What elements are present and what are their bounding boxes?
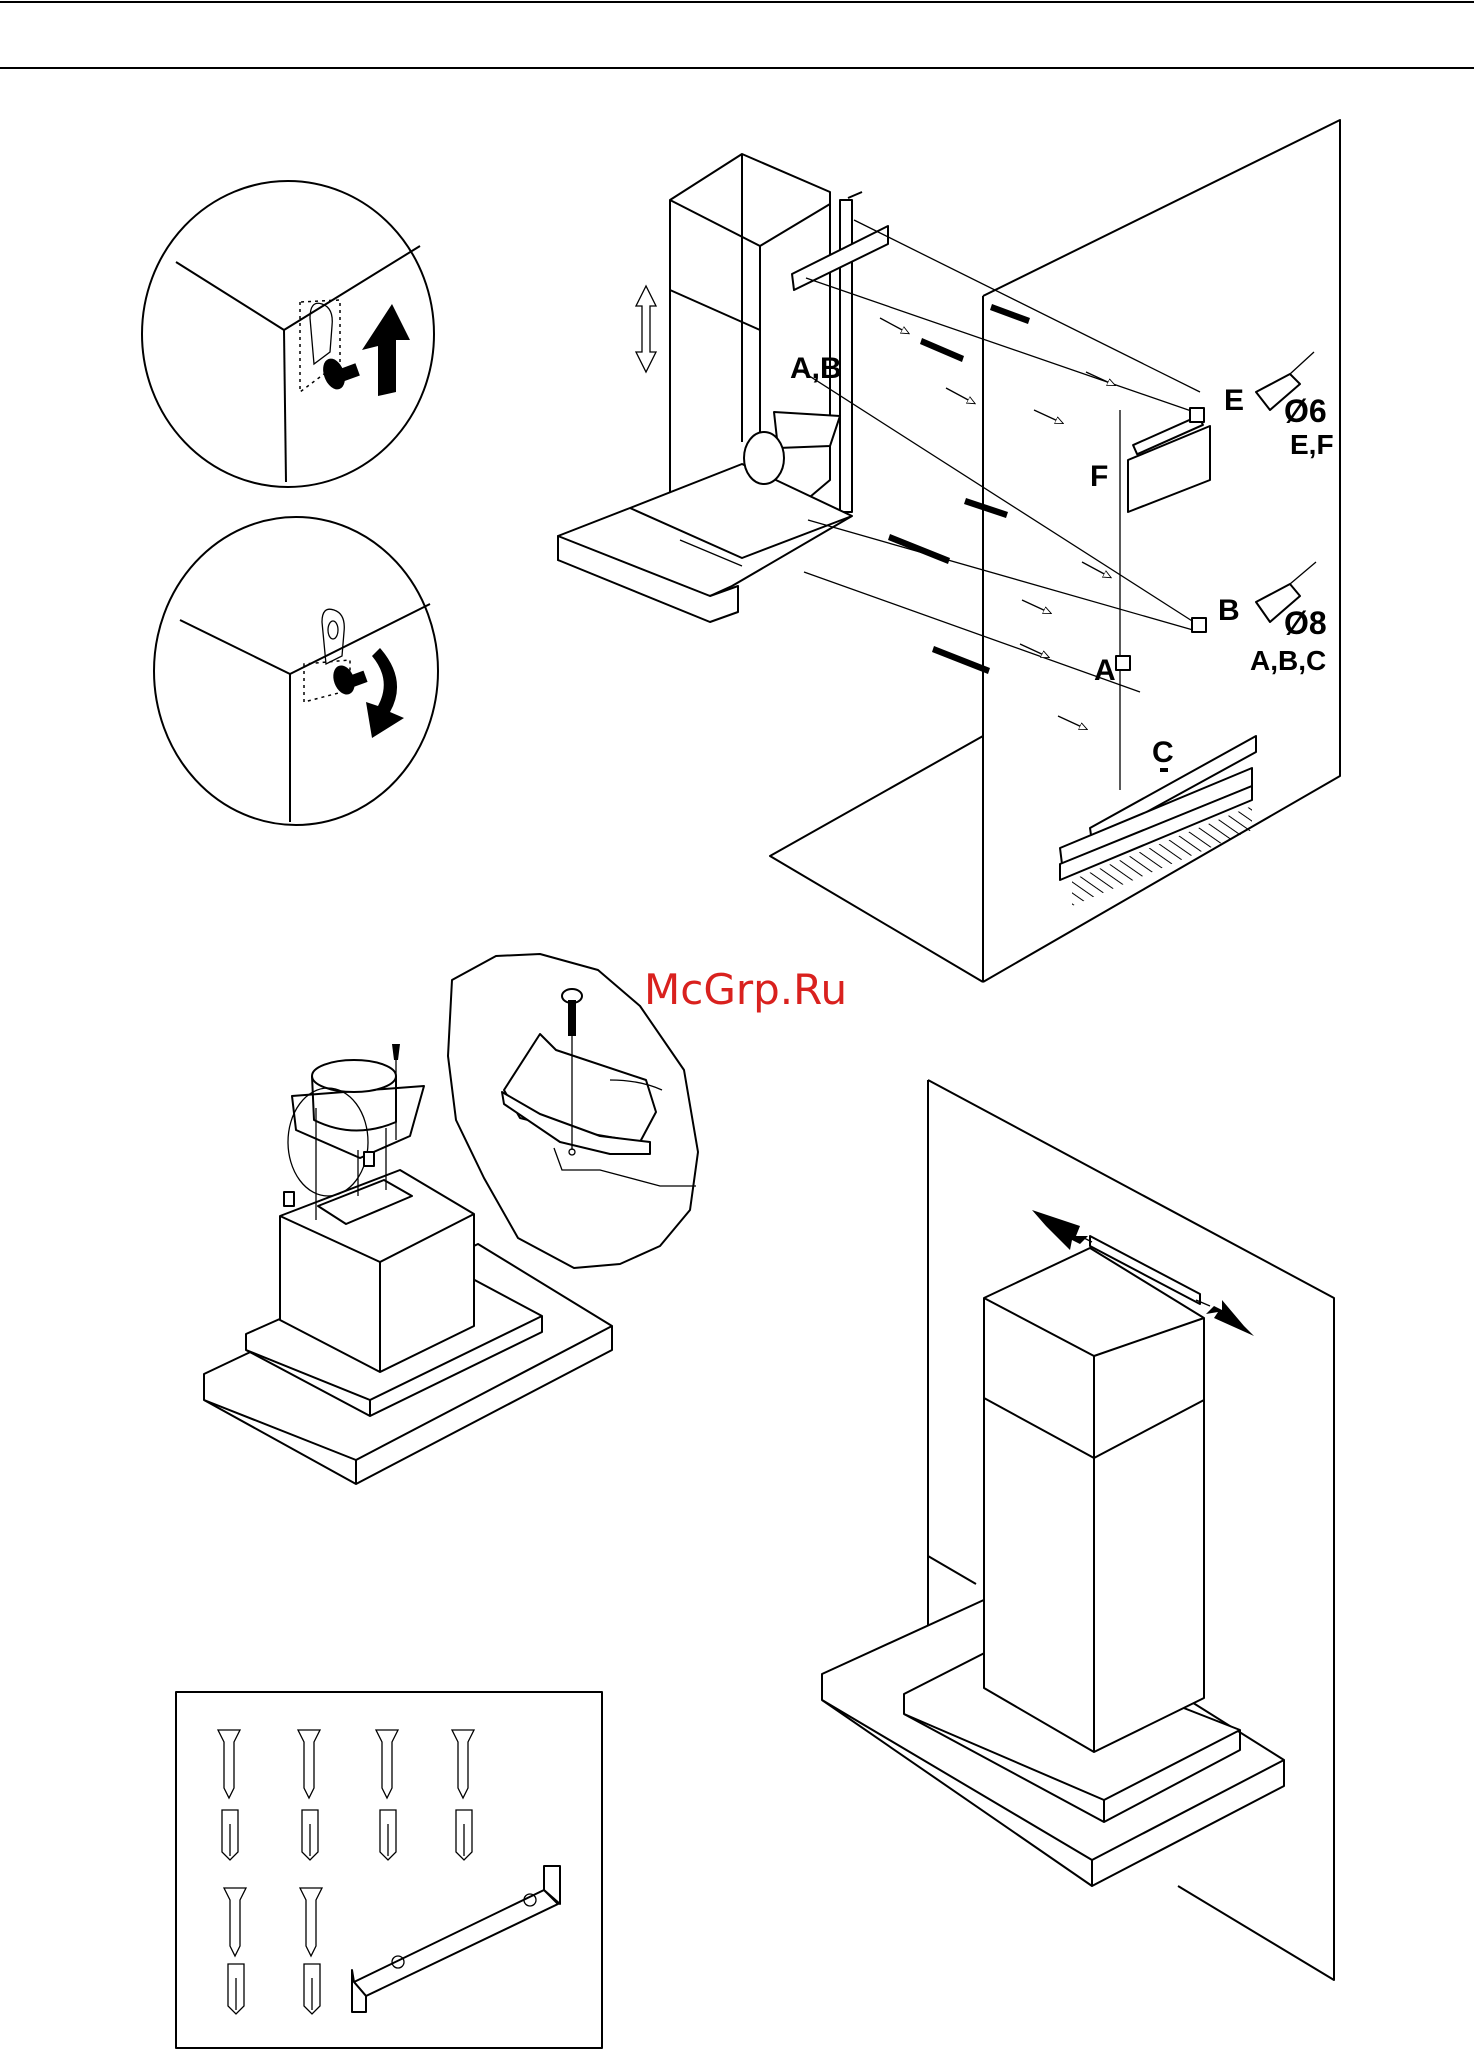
drill-points-abc: A,B,C	[1250, 645, 1326, 676]
drill-points-ef: E,F	[1290, 429, 1334, 460]
screw-icon	[562, 989, 582, 1036]
screw-icon	[329, 662, 367, 697]
wall-mount-exploded-view: A,B E F B A C Ø6 E,F Ø8 A,B,C	[558, 120, 1340, 982]
screw-icon	[218, 1730, 474, 1956]
detail-circle-tighten	[154, 517, 438, 825]
label-c: C	[1152, 736, 1174, 769]
detail-circle-hang	[142, 181, 434, 487]
bracket-icon	[352, 1866, 560, 2012]
drill-size-6: Ø6	[1284, 393, 1327, 429]
drill-size-8: Ø8	[1284, 605, 1327, 641]
adjust-height-arrow-icon	[636, 286, 656, 372]
wall-plug-icon	[888, 304, 1030, 674]
arrow-rotate-icon	[366, 648, 404, 738]
wall-plug-icon	[222, 1810, 472, 2014]
label-a: A	[1094, 654, 1116, 687]
arrow-up-icon	[362, 304, 410, 396]
label-f: F	[1090, 460, 1108, 493]
watermark: McGrp.Ru	[644, 965, 847, 1014]
label-e: E	[1224, 384, 1244, 417]
label-ab: A,B	[790, 352, 842, 385]
fixings-kit	[176, 1692, 602, 2048]
label-b: B	[1218, 594, 1240, 627]
installed-hood-view	[822, 1080, 1334, 1980]
